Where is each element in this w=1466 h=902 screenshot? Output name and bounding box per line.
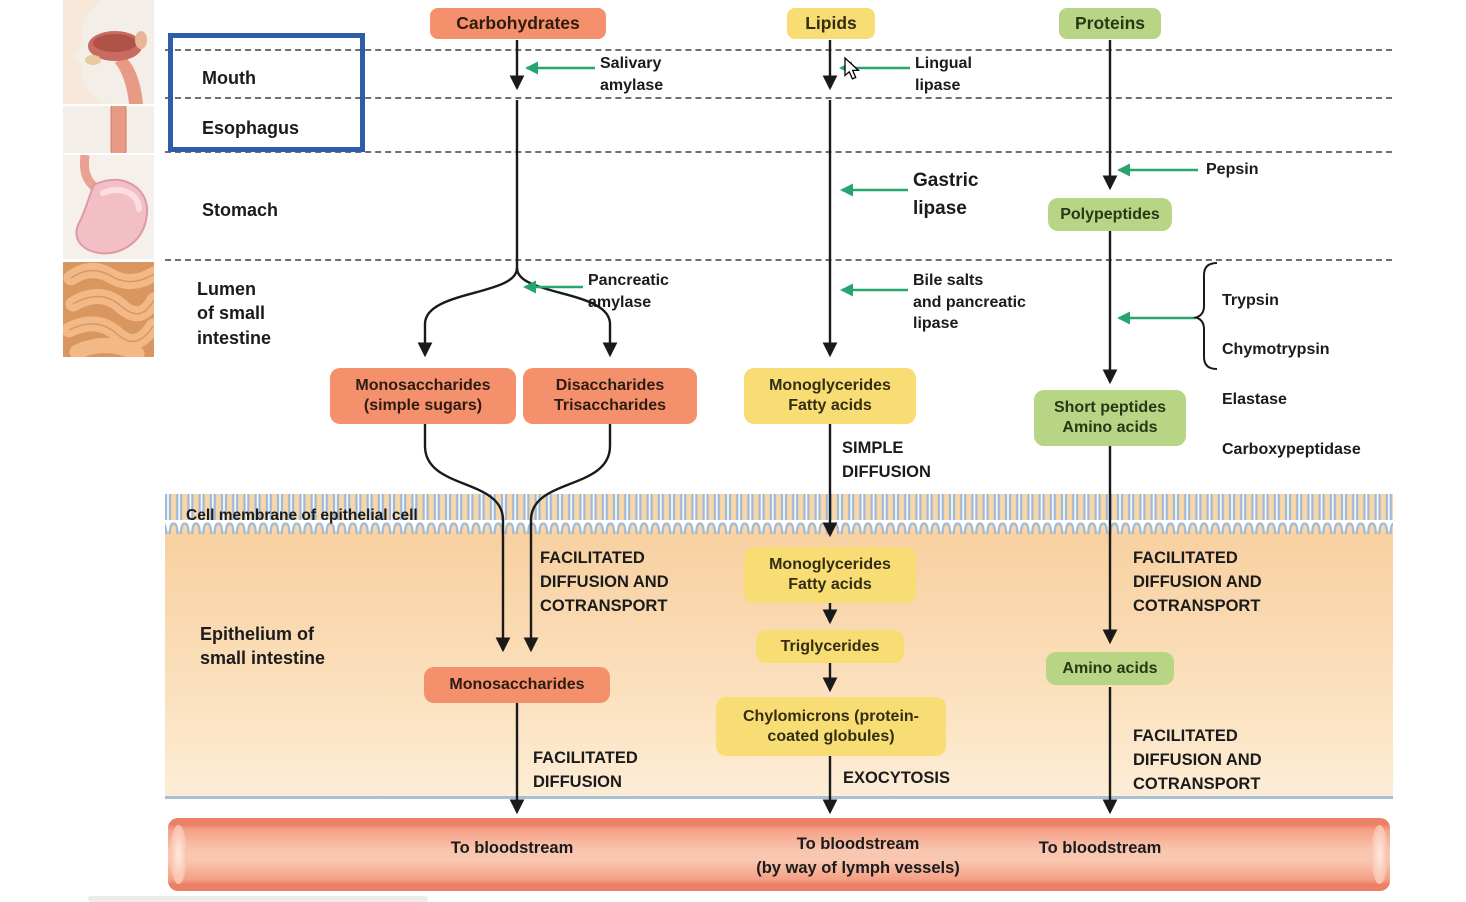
region-label-epithelium: Epithelium of small intestine bbox=[200, 624, 326, 669]
enzyme-lingual-lipase: Lingual lipase bbox=[915, 55, 972, 95]
destination-lipid: To bloodstream (by way of lymph vessels) bbox=[756, 835, 960, 877]
label-facilitated-cotransport-protein-lower: FACILITATED DIFFUSION AND COTRANSPORT bbox=[1133, 727, 1262, 793]
enzyme-elastase: Elastase bbox=[1222, 390, 1287, 408]
vessel-left-cap bbox=[170, 825, 187, 884]
label-facilitated-diffusion: FACILITATED DIFFUSION bbox=[533, 749, 638, 791]
vessel-right-cap bbox=[1371, 825, 1388, 884]
destination-carbohydrate: To bloodstream bbox=[450, 839, 574, 857]
box-short-peptides: Short peptides Amino acids bbox=[1034, 390, 1186, 446]
region-label-lumen: Lumen of small intestine bbox=[197, 279, 272, 348]
box-monosaccharides-lumen: Monosaccharides (simple sugars) bbox=[330, 368, 516, 424]
stomach-icon bbox=[63, 155, 154, 259]
cell-membrane-label: Cell membrane of epithelial cell bbox=[186, 507, 418, 524]
box-disaccharides: Disaccharides Trisaccharides bbox=[523, 368, 697, 424]
label-simple-diffusion: SIMPLE DIFFUSION bbox=[842, 439, 931, 481]
enzyme-carboxypeptidase: Carboxypeptidase bbox=[1222, 440, 1361, 458]
region-label-esophagus: Esophagus bbox=[202, 118, 300, 138]
box-monosaccharides-cell: Monosaccharides bbox=[424, 667, 610, 703]
label-facilitated-cotransport-carb: FACILITATED DIFFUSION AND COTRANSPORT bbox=[540, 549, 669, 615]
enzyme-chymotrypsin: Chymotrypsin bbox=[1222, 341, 1330, 359]
mouth-esophagus-highlight-frame bbox=[168, 33, 365, 152]
divider-mouth-esophagus bbox=[165, 97, 1392, 99]
bottom-artifact bbox=[88, 896, 428, 902]
mouse-cursor-icon bbox=[844, 56, 861, 80]
header-proteins: Proteins bbox=[1059, 8, 1161, 39]
head-mouth-icon bbox=[63, 0, 154, 104]
label-facilitated-cotransport-protein-upper: FACILITATED DIFFUSION AND COTRANSPORT bbox=[1133, 549, 1262, 615]
box-triglycerides: Triglycerides bbox=[756, 630, 904, 663]
blood-vessel bbox=[168, 818, 1390, 891]
box-monoglycerides-lumen: Monoglycerides Fatty acids bbox=[744, 368, 916, 424]
destination-protein: To bloodstream bbox=[1038, 839, 1162, 857]
box-polypeptides: Polypeptides bbox=[1048, 198, 1172, 231]
divider-mouth-top bbox=[165, 49, 1392, 51]
divider-stomach-lumen bbox=[165, 259, 1392, 261]
esophagus-icon bbox=[63, 106, 154, 153]
region-label-stomach: Stomach bbox=[202, 200, 279, 220]
enzyme-salivary-amylase: Salivary amylase bbox=[600, 55, 664, 95]
enzyme-bile-salts: Bile salts and pancreatic lipase bbox=[913, 272, 1026, 333]
enzyme-gastric-lipase: Gastric lipase bbox=[913, 170, 979, 219]
box-amino-acids-cell: Amino acids bbox=[1046, 652, 1174, 685]
protease-bracket bbox=[1192, 262, 1218, 370]
enzyme-pepsin: Pepsin bbox=[1206, 161, 1259, 178]
box-chylomicrons: Chylomicrons (protein- coated globules) bbox=[716, 697, 946, 756]
label-exocytosis: EXOCYTOSIS bbox=[843, 769, 950, 787]
divider-esophagus-stomach bbox=[165, 151, 1392, 153]
basement-membrane-line bbox=[165, 796, 1393, 799]
enzyme-pancreatic-amylase: Pancreatic amylase bbox=[588, 272, 669, 312]
region-label-mouth: Mouth bbox=[202, 68, 256, 88]
header-lipids: Lipids bbox=[787, 8, 875, 39]
box-monoglycerides-cell: Monoglycerides Fatty acids bbox=[744, 547, 916, 603]
enzyme-protease-list: Trypsin Chymotrypsin Elastase Carboxypep… bbox=[1222, 264, 1361, 487]
small-intestine-icon bbox=[63, 262, 154, 357]
header-carbohydrates: Carbohydrates bbox=[430, 8, 606, 39]
enzyme-trypsin: Trypsin bbox=[1222, 291, 1279, 309]
